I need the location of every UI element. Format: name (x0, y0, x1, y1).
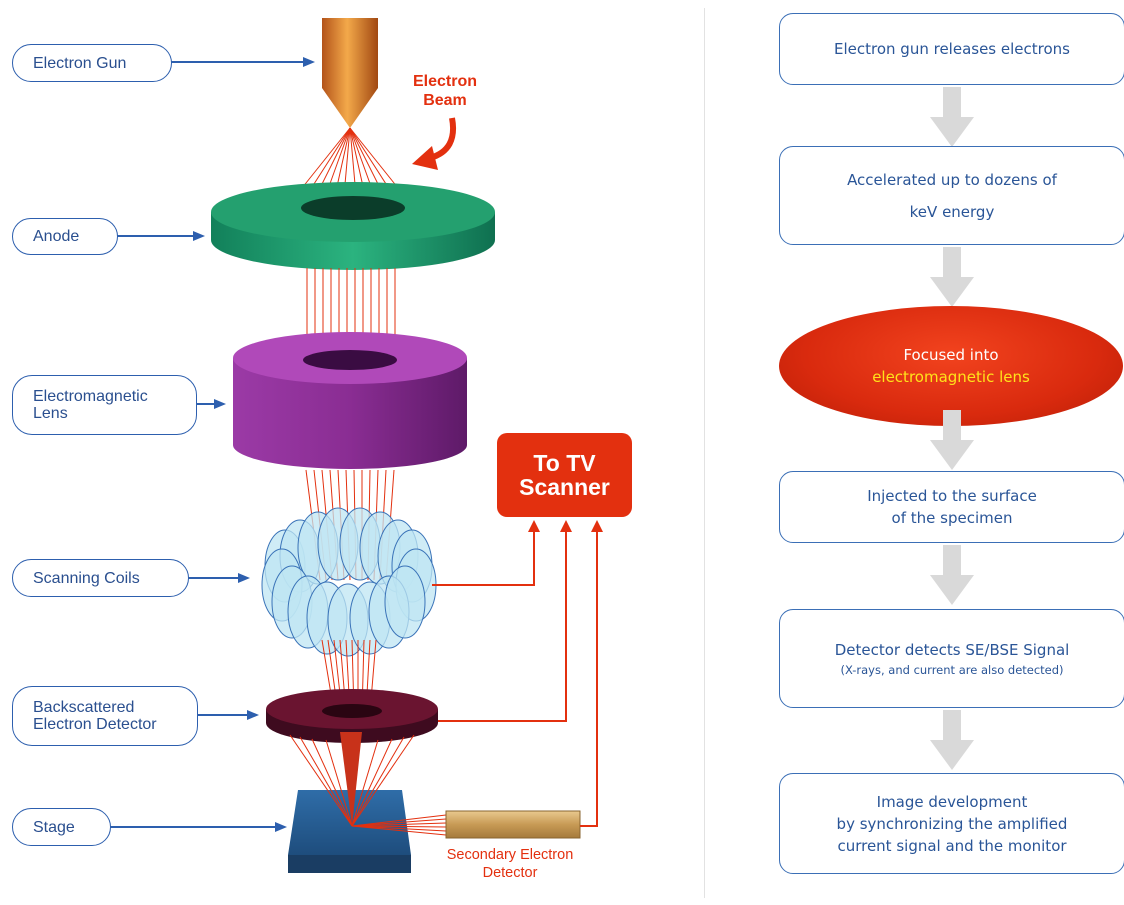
step-5-box: Detector detects SE/BSE Signal (X-rays, … (779, 609, 1124, 708)
step-2-line1: Accelerated up to dozens of (847, 170, 1057, 189)
to-tv-scanner-line1: To TV (533, 450, 596, 476)
label-bse-detector-line1: Backscattered (33, 699, 135, 716)
curved-beam-arrow (412, 117, 456, 170)
step-5-line1: Detector detects SE/BSE Signal (834, 640, 1070, 659)
step-5-subtext: (X-rays, and current are also detected) (840, 662, 1064, 677)
electron-gun (322, 18, 378, 128)
scanning-coils (261, 507, 437, 657)
beam-stage-se-detector (351, 814, 447, 836)
step-6-box: Image development by synchronizing the a… (779, 773, 1124, 874)
step-3-oval: Focused into electromagnetic lens (779, 306, 1123, 426)
step-2-line2: keV energy (909, 202, 995, 221)
label-electromagnetic-lens: Electromagnetic Lens (12, 375, 197, 435)
step-6-line3: current signal and the monitor (837, 836, 1067, 855)
signal-lines (432, 530, 598, 827)
down-arrow-5 (930, 710, 974, 770)
se-detector-tube (445, 810, 581, 839)
label-anode-text: Anode (33, 228, 80, 245)
step-3-highlight: electromagnetic lens (872, 368, 1030, 386)
step-4-line2: of the specimen (891, 509, 1013, 527)
step-2-box: Accelerated up to dozens of keV energy (779, 146, 1124, 245)
se-detector-label-line1: Secondary Electron (446, 847, 574, 863)
label-scanning-coils-text: Scanning Coils (33, 569, 140, 587)
down-arrow-4 (930, 545, 974, 605)
anode-ring (211, 182, 495, 270)
label-bse-detector: Backscattered Electron Detector (12, 686, 198, 746)
step-4-box: Injected to the surface of the specimen (779, 471, 1124, 543)
down-arrow-3 (930, 410, 974, 470)
label-anode: Anode (12, 218, 118, 255)
down-arrow-2 (930, 247, 974, 307)
step-3-line1: Focused into (903, 346, 999, 364)
electron-beam-label: Electron Beam (400, 72, 490, 110)
label-scanning-coils: Scanning Coils (12, 559, 189, 597)
step-1-box: Electron gun releases electrons (779, 13, 1124, 85)
bse-detector-ring (266, 689, 438, 743)
electron-beam-label-line1: Electron (412, 73, 477, 90)
down-arrow-1 (930, 87, 974, 147)
to-tv-scanner-line2: Scanner (519, 474, 610, 500)
beam-detector-stage (289, 732, 415, 827)
label-bse-detector-line2: Electron Detector (33, 716, 157, 733)
label-electron-gun: Electron Gun (12, 44, 172, 82)
se-detector-label-line2: Detector (482, 865, 538, 881)
electron-beam-label-line2: Beam (423, 92, 467, 109)
step-6-line1: Image development (876, 792, 1028, 811)
pointer-arrows (110, 57, 315, 832)
label-stage: Stage (12, 808, 111, 846)
label-electromagnetic-lens-line1: Electromagnetic (33, 388, 148, 405)
to-tv-scanner-box: To TV Scanner (497, 433, 632, 517)
electromagnetic-lens-cylinder (233, 332, 467, 469)
step-1-line1: Electron gun releases electrons (834, 40, 1070, 58)
step-6-line2: by synchronizing the amplified (836, 814, 1068, 833)
label-electron-gun-text: Electron Gun (33, 54, 127, 72)
signal-arrowheads (528, 520, 603, 532)
se-detector-label: Secondary Electron Detector (420, 846, 600, 882)
divider (704, 8, 705, 898)
label-stage-text: Stage (33, 818, 75, 836)
label-electromagnetic-lens-line2: Lens (33, 405, 68, 422)
sem-diagram (110, 18, 603, 873)
step-4-line1: Injected to the surface (867, 487, 1037, 505)
